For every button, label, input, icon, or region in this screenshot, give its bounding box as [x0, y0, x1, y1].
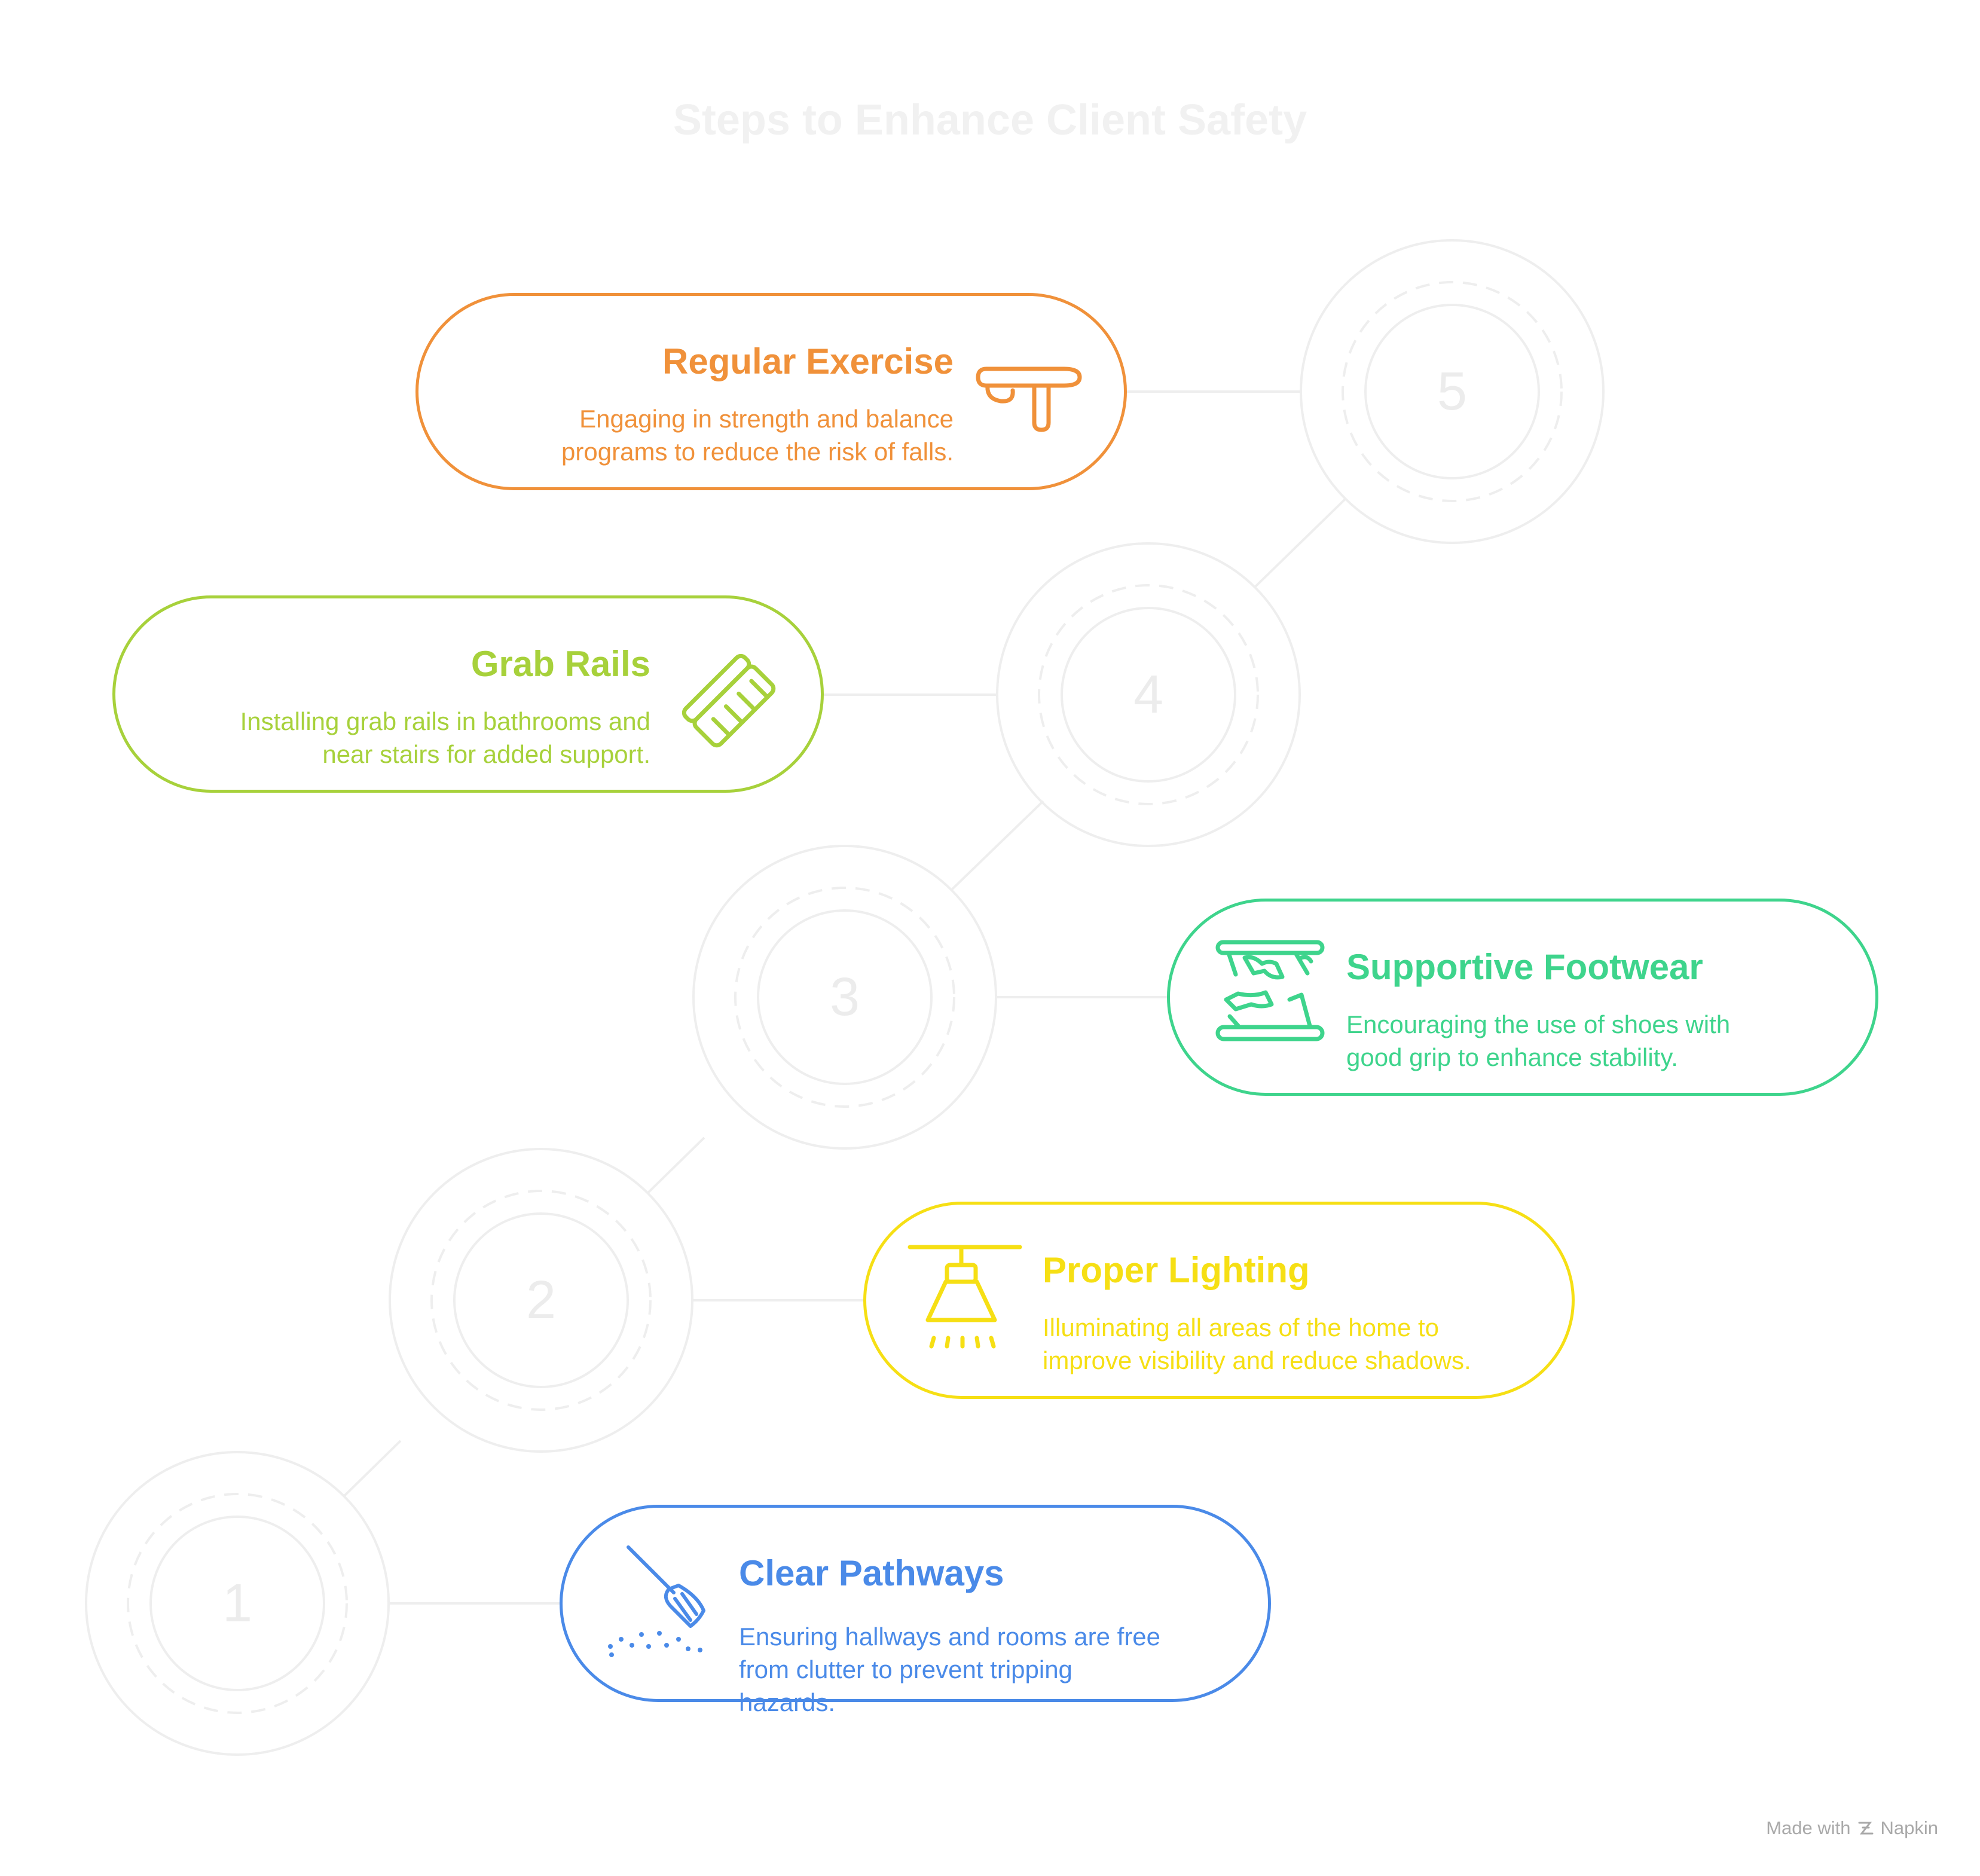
step-heading: Regular Exercise [662, 341, 954, 381]
napkin-brand-label: Napkin [1880, 1817, 1939, 1838]
diagonal-connectors [343, 498, 1346, 1498]
step-card-grab-rails: Grab Rails Installing grab rails in bath… [112, 595, 824, 793]
step-card-supportive-footwear: Supportive Footwear Encouraging the use … [1167, 899, 1878, 1096]
step-description: Encouraging the use of shoes with good g… [1346, 1010, 1731, 1071]
step-description: Engaging in strength and balance program… [561, 405, 954, 466]
step-heading: Proper Lighting [1043, 1250, 1310, 1290]
step-heading: Grab Rails [470, 644, 650, 684]
card-connectors [389, 390, 1301, 1605]
step-card-regular-exercise: Regular Exercise Engaging in strength an… [415, 293, 1127, 490]
step-number-4: 4 [1133, 665, 1164, 725]
broom-icon [608, 1545, 705, 1657]
step-number-3: 3 [829, 967, 860, 1027]
ceiling-lamp-icon [908, 1245, 1022, 1349]
step-number-2: 2 [525, 1270, 557, 1330]
step-heading: Clear Pathways [739, 1553, 1004, 1593]
brush-icon [682, 653, 776, 748]
step-number-1: 1 [222, 1573, 253, 1633]
step-heading: Supportive Footwear [1346, 947, 1703, 987]
napkin-logo-icon [1858, 1822, 1873, 1835]
shoe-grip-icon [1215, 940, 1325, 1041]
step-description: Installing grab rails in bathrooms and n… [240, 707, 650, 768]
step-description: Illuminating all areas of the home to im… [1043, 1313, 1471, 1374]
diagram-title: Steps to Enhance Client Safety [673, 96, 1307, 144]
made-with-label: Made with [1766, 1817, 1851, 1838]
step-card-proper-lighting: Proper Lighting Illuminating all areas o… [863, 1202, 1575, 1399]
step-description: Ensuring hallways and rooms are free fro… [739, 1623, 1161, 1716]
balance-exercise-icon [976, 366, 1082, 432]
made-with-napkin-footer: Made with Napkin [1766, 1817, 1938, 1839]
step-number-5: 5 [1437, 362, 1468, 421]
step-card-clear-pathways: Clear Pathways Ensuring hallways and roo… [560, 1505, 1271, 1716]
